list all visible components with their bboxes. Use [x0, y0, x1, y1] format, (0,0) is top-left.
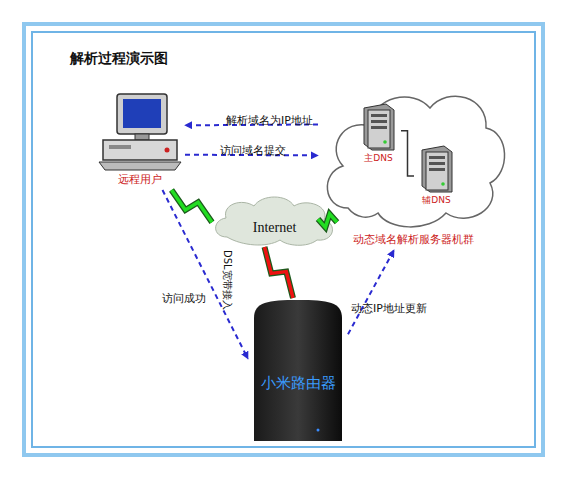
- inner-frame: [32, 32, 535, 447]
- server-node: 主DNS: [356, 102, 401, 166]
- server-icon: [356, 102, 401, 152]
- connector: [163, 190, 249, 359]
- router-node: 小米路由器: [248, 298, 348, 443]
- bolt-line: [265, 247, 294, 298]
- router-body: [248, 298, 348, 443]
- server-node: 辅DNS: [414, 144, 459, 208]
- computer-node: 远程用户: [95, 92, 185, 190]
- bolt-line: [172, 190, 213, 222]
- cloud-shape: [318, 78, 508, 238]
- bolt-outline: [172, 190, 213, 222]
- connector: [318, 214, 337, 227]
- bolt-line: [318, 214, 337, 227]
- edge-label: 解析域名为IP地址: [226, 113, 313, 128]
- connector: [265, 247, 294, 298]
- connector: [401, 131, 414, 176]
- edge-label: 动态IP地址更新: [351, 301, 427, 316]
- dashed-arrow: [163, 190, 249, 359]
- node-label: 动态域名解析服务器机群: [318, 232, 508, 247]
- outer-frame: [24, 24, 543, 455]
- edge-label: 访问成功: [162, 291, 206, 306]
- edge-label: 访问域名提交: [220, 143, 286, 158]
- bolt-outline: [318, 214, 337, 227]
- node-label: 小米路由器: [248, 374, 348, 393]
- server-icon: [414, 144, 459, 194]
- node-label: 主DNS: [356, 152, 401, 165]
- edge-label: DSL宽带接入: [220, 250, 234, 310]
- dns-cluster-cloud: 动态域名解析服务器机群 主DNS 辅DNS: [318, 78, 508, 250]
- link-line: [401, 131, 414, 176]
- node-label: 辅DNS: [414, 194, 459, 207]
- bolt-outline: [265, 247, 294, 298]
- connector: [348, 250, 394, 334]
- node-label: 远程用户: [95, 172, 185, 187]
- computer-icon: [95, 92, 185, 172]
- diagram-title: 解析过程演示图: [70, 50, 168, 68]
- dashed-arrow: [348, 250, 394, 334]
- connector: [172, 190, 213, 222]
